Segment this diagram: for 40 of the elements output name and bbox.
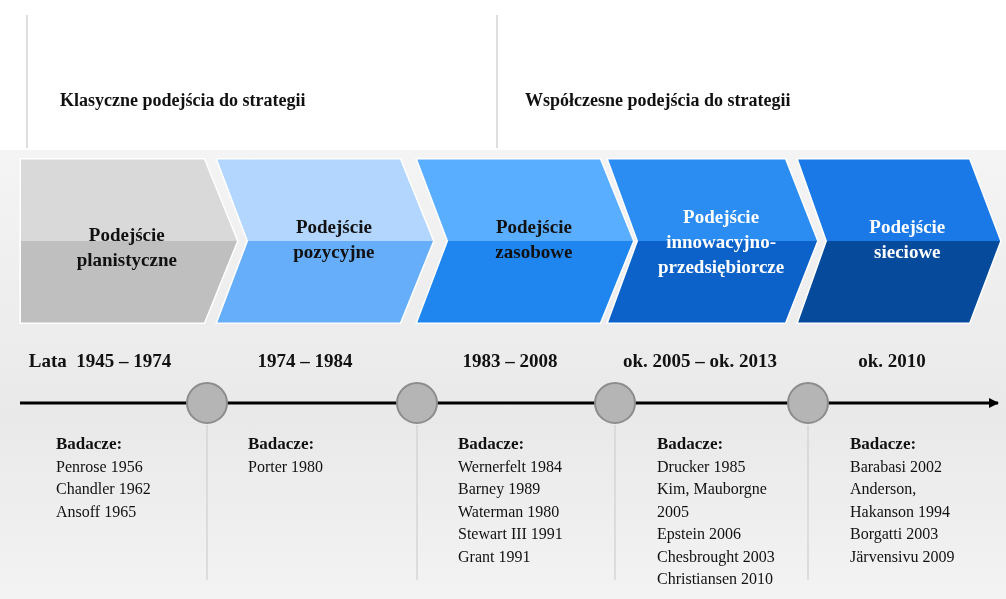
researcher-entry: Waterman 1980: [458, 501, 561, 522]
date-range: Lata 1945 – 1974: [27, 350, 173, 372]
researcher-entry: Drucker 1985: [657, 456, 747, 477]
section-heading: Klasyczne podejścia do strategii: [60, 90, 306, 111]
step-title: Podejście pozycyjne: [292, 215, 376, 264]
step-title: Podejście planistyczne: [75, 223, 178, 272]
date-range: 1983 – 2008: [461, 350, 559, 372]
researchers-heading: Badacze:: [657, 433, 725, 455]
researcher-entry: Wernerfelt 1984: [458, 456, 563, 477]
researcher-entry: Borgatti 2003: [850, 524, 940, 545]
chevron-step: [214, 157, 436, 325]
researcher-entry: Porter 1980: [248, 456, 325, 477]
chevron-step: [795, 157, 1003, 325]
researcher-entry: Grant 1991: [458, 546, 532, 567]
step-title: Podejście sieciowe: [868, 215, 947, 264]
date-range: ok. 2010: [857, 350, 927, 372]
step-title: Podejście zasobowe: [494, 215, 574, 264]
researcher-entry: Ansoff 1965: [56, 501, 138, 522]
researcher-entry: Barabasi 2002: [850, 456, 943, 477]
researcher-entry: Chesbrought 2003: [657, 546, 776, 568]
chevron-step: [414, 157, 636, 325]
chevron-step: [605, 157, 820, 325]
researcher-entry: Chandler 1962: [56, 479, 152, 499]
date-range: 1974 – 1984: [256, 350, 354, 372]
researcher-entry: Barney 1989: [458, 479, 542, 500]
chevron-step: [18, 157, 240, 325]
researcher-entry: Penrose 1956: [56, 456, 144, 477]
researchers-heading: Badacze:: [850, 433, 918, 455]
researcher-entry: Epstein 2006: [657, 524, 742, 545]
researcher-entry: Järvensivu 2009: [850, 546, 956, 567]
researchers-heading: Badacze:: [56, 433, 124, 455]
researcher-entry: Stewart III 1991: [458, 524, 564, 544]
researchers-heading: Badacze:: [458, 433, 526, 455]
researchers-heading: Badacze:: [248, 433, 316, 455]
researcher-entry: Anderson, Hakanson 1994: [850, 479, 951, 522]
researcher-entry: Kim, Mauborgne 2005: [657, 479, 768, 522]
date-range: ok. 2005 – ok. 2013: [621, 350, 779, 372]
step-title: Podejście innowacyjno-przedsiębiorcze: [656, 205, 786, 279]
researcher-entry: Christiansen 2010: [657, 569, 774, 589]
section-heading: Współczesne podejścia do strategii: [525, 90, 791, 111]
